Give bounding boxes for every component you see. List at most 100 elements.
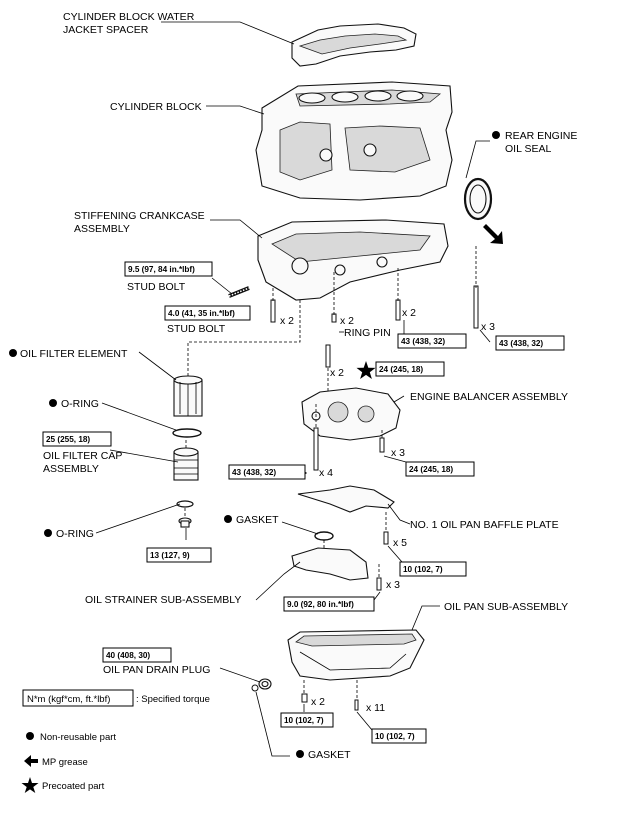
oil-filter-element-drawing <box>173 375 203 417</box>
torque-balancer-bolt: 24 (245, 18) <box>379 365 423 374</box>
o-ring-1-drawing <box>172 428 202 438</box>
oil-filter-drain-plug-drawing <box>178 517 192 528</box>
label-drain-plug: OIL PAN DRAIN PLUG <box>103 664 210 676</box>
torque-strainer-bolt: 9.0 (92, 80 in.*lbf) <box>287 600 354 609</box>
mp-grease-arrow-icon <box>24 755 38 767</box>
balancer-bolt-x3-drawing <box>379 437 385 453</box>
torque-box-crankcase-bolt <box>397 333 467 349</box>
torque-stud-bolt-1: 9.5 (97, 84 in.*lbf) <box>128 265 195 274</box>
torque-box-stud-bolt-1 <box>124 261 213 277</box>
legend-torque-box-text: N*m (kgf*cm, ft.*lbf) <box>27 694 110 705</box>
balancer-bolt-drawing <box>325 344 331 368</box>
torque-crankcase-long-bolt: 43 (438, 32) <box>499 339 543 348</box>
label-stud-bolt-2: STUD BOLT <box>167 323 226 335</box>
rear-oil-seal-drawing <box>463 177 493 221</box>
crankcase-bolt-drawing <box>395 299 401 321</box>
qty-crankcase-bolt: x 2 <box>402 307 416 319</box>
label-oil-strainer: OIL STRAINER SUB-ASSEMBLY <box>85 594 241 606</box>
torque-balancer-long-bolt: 43 (438, 32) <box>232 468 276 477</box>
torque-box-crankcase-long-bolt <box>495 335 565 351</box>
qty-ring-pin: x 2 <box>340 315 354 327</box>
legend-non-reusable: Non-reusable part <box>40 732 116 743</box>
balancer-long-bolt-drawing <box>313 427 319 471</box>
drain-plug-drawing <box>258 678 272 690</box>
torque-oil-filter-cap: 25 (255, 18) <box>46 435 90 444</box>
stud-bolt-1-drawing <box>228 286 250 298</box>
torque-box-oil-filter-plug <box>146 547 212 563</box>
precoated-star-icon <box>21 777 39 793</box>
baffle-plate-drawing <box>297 485 395 513</box>
qty-oil-pan-bolt-x2: x 2 <box>311 696 325 708</box>
torque-box-oil-pan-bolt-x2 <box>280 712 334 728</box>
qty-crankcase-long-bolt: x 3 <box>481 321 495 333</box>
mp-grease-arrow-icon <box>483 224 503 244</box>
label-oil-filter-cap-line1: OIL FILTER CAP <box>43 450 122 462</box>
qty-balancer-bolt-x3: x 3 <box>391 447 405 459</box>
torque-drain-plug: 40 (408, 30) <box>106 651 150 660</box>
torque-box-stud-bolt-2 <box>164 305 251 321</box>
legend-mp-grease: MP grease <box>42 757 88 768</box>
label-stiffening-crankcase-line1: STIFFENING CRANKCASE <box>74 210 205 222</box>
label-engine-balancer: ENGINE BALANCER ASSEMBLY <box>410 391 568 403</box>
cylinder-block-drawing <box>255 81 453 201</box>
label-stiffening-crankcase-line2: ASSEMBLY <box>74 223 130 235</box>
label-baffle-plate: NO. 1 OIL PAN BAFFLE PLATE <box>410 519 559 531</box>
water-jacket-spacer-drawing <box>291 23 417 67</box>
label-oil-filter-element: OIL FILTER ELEMENT <box>20 348 128 360</box>
strainer-bolt-drawing <box>376 577 382 591</box>
qty-oil-pan-bolt-x11: x 11 <box>366 702 385 714</box>
gasket-2-drawing <box>251 684 259 692</box>
torque-box-oil-filter-cap <box>42 431 112 447</box>
legend-precoated: Precoated part <box>42 781 105 792</box>
non-reusable-dot-icon <box>44 529 52 537</box>
torque-baffle-bolt: 10 (102, 7) <box>403 565 443 574</box>
label-rear-engine-oil-seal-line2: OIL SEAL <box>505 143 551 155</box>
torque-box-balancer-bolt-x3 <box>405 461 475 477</box>
torque-balancer-bolt-x3: 24 (245, 18) <box>409 465 453 474</box>
torque-oil-filter-plug: 13 (127, 9) <box>150 551 190 560</box>
qty-baffle-bolt: x 5 <box>393 537 407 549</box>
qty-stud-bolt-2: x 2 <box>280 315 294 327</box>
ring-pin-drawing <box>331 313 337 323</box>
label-ring-pin: RING PIN <box>344 327 391 339</box>
oil-filter-cap-drawing <box>173 447 199 481</box>
non-reusable-dot-icon <box>49 399 57 407</box>
label-o-ring-2: O-RING <box>56 528 94 540</box>
qty-balancer-bolt: x 2 <box>330 367 344 379</box>
leader-lines <box>95 21 491 757</box>
stiffening-crankcase-drawing <box>257 219 449 301</box>
non-reusable-dot-icon <box>9 349 17 357</box>
legend: N*m (kgf*cm, ft.*lbf) : Specified torque… <box>21 689 210 793</box>
label-rear-engine-oil-seal-line1: REAR ENGINE <box>505 130 577 142</box>
non-reusable-dot-icon <box>26 732 34 740</box>
crankcase-long-bolt-drawing <box>473 285 479 329</box>
oil-strainer-drawing <box>291 547 369 581</box>
baffle-bolt-drawing <box>383 531 389 545</box>
torque-box-baffle-bolt <box>399 561 467 577</box>
stud-bolt-2-drawing <box>270 299 276 323</box>
label-water-jacket-spacer-line2: JACKET SPACER <box>63 24 149 36</box>
oil-pan-bolt-x11-drawing <box>354 699 359 711</box>
o-ring-2-drawing <box>176 500 194 508</box>
qty-balancer-long-bolt: x 4 <box>319 467 333 479</box>
label-oil-pan: OIL PAN SUB-ASSEMBLY <box>444 601 568 613</box>
legend-torque-box <box>22 689 134 707</box>
qty-strainer-bolt: x 3 <box>386 579 400 591</box>
torque-box-strainer-bolt <box>283 596 375 612</box>
torque-box-oil-pan-bolt-x11 <box>371 728 427 744</box>
label-gasket-1: GASKET <box>236 514 279 526</box>
label-gasket-2: GASKET <box>308 749 351 761</box>
legend-torque-desc: : Specified torque <box>136 694 210 705</box>
oil-pan-bolt-x2-drawing <box>301 693 308 703</box>
label-cylinder-block: CYLINDER BLOCK <box>110 101 202 113</box>
label-oil-filter-cap-line2: ASSEMBLY <box>43 463 99 475</box>
torque-box-balancer-bolt <box>375 361 445 377</box>
precoated-star-icon <box>356 361 376 379</box>
torque-oil-pan-bolt-x11: 10 (102, 7) <box>375 732 415 741</box>
label-o-ring-1: O-RING <box>61 398 99 410</box>
torque-oil-pan-bolt-x2: 10 (102, 7) <box>284 716 324 725</box>
gasket-1-drawing <box>314 531 334 541</box>
engine-balancer-drawing <box>301 387 401 441</box>
oil-pan-drawing <box>287 629 425 681</box>
